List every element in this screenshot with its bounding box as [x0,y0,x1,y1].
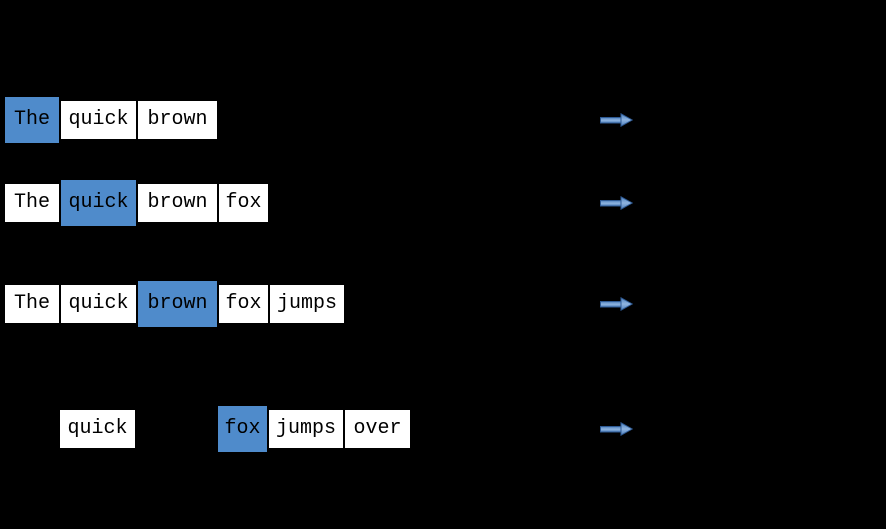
highlighted-word-box: The [5,97,59,143]
word-box: brown [138,101,217,139]
word-box: fox [219,285,268,323]
right-arrow-icon [600,297,633,311]
word-box: The [5,285,59,323]
highlighted-word-box: fox [218,406,267,452]
word-box: quick [60,410,135,448]
word-box: The [5,184,59,222]
word-box: fox [219,184,268,222]
word-box: over [345,410,410,448]
word-box: jumps [270,285,344,323]
word-box: quick [61,101,136,139]
right-arrow-icon [600,196,633,210]
word-box: brown [138,184,217,222]
word-box: jumps [269,410,343,448]
highlighted-word-box: brown [138,281,217,327]
word-box: quick [61,285,136,323]
right-arrow-icon [600,113,633,127]
highlighted-word-box: quick [61,180,136,226]
right-arrow-icon [600,422,633,436]
